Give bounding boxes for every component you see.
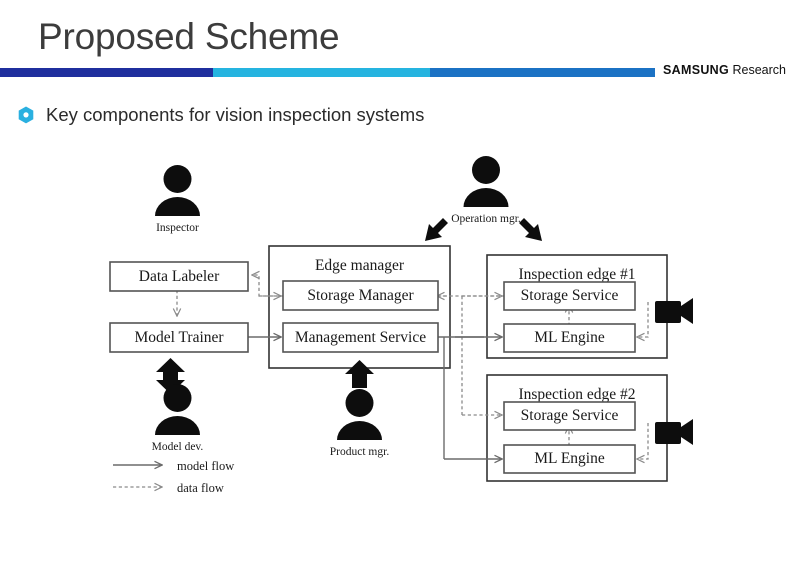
actor-operation-mgr-label: Operation mgr. (451, 213, 521, 225)
flow-storage-manager-to-data-labeler (252, 275, 283, 297)
arrow-operation-mgr-to-edge-manager (425, 218, 448, 241)
box-storage-manager[interactable] (282, 280, 439, 311)
actor-inspector-label: Inspector (156, 222, 199, 234)
group-edge-manager-label: Edge manager (315, 257, 405, 274)
box-management-service-label: Management Service (295, 329, 426, 346)
actor-inspector: Inspector (155, 165, 200, 234)
box-edge1-ml-engine-label: ML Engine (534, 329, 605, 346)
actor-model-dev-label: Model dev. (152, 441, 204, 453)
camera-edge-2-icon (655, 419, 693, 445)
box-model-trainer-label: Model Trainer (134, 329, 224, 346)
actor-operation-mgr: Operation mgr. (451, 156, 521, 225)
box-edge1-storage-service-label: Storage Service (521, 287, 619, 304)
box-storage-manager-label: Storage Manager (307, 287, 414, 304)
header-rule-segment-3 (430, 68, 655, 77)
page-title: Proposed Scheme (38, 16, 340, 57)
box-edge2-storage-service-label: Storage Service (521, 407, 619, 424)
bullet-text: Key components for vision inspection sys… (46, 104, 425, 125)
actor-product-mgr: Product mgr. (330, 389, 390, 458)
group-inspection-edge-1-label: Inspection edge #1 (518, 266, 635, 283)
hexagon-bullet-icon (18, 106, 34, 124)
actor-model-dev: Model dev. (152, 384, 204, 453)
group-inspection-edge-2-label: Inspection edge #2 (518, 386, 635, 403)
header-rule-segment-2 (213, 68, 430, 77)
legend: model flow data flow (113, 459, 234, 495)
architecture-diagram: Edge manager Inspection edge #1 Inspecti… (0, 140, 800, 540)
box-edge2-ml-engine-label: ML Engine (534, 450, 605, 467)
arrow-model-dev-to-model-trainer (156, 358, 185, 384)
box-edge2-storage-service[interactable] (503, 401, 636, 431)
box-edge1-storage-service[interactable] (503, 281, 636, 311)
box-edge2-ml-engine[interactable] (503, 444, 636, 474)
box-data-labeler-label: Data Labeler (139, 268, 220, 285)
flow-edge1-camera-to-ml (637, 302, 649, 337)
bullet-row: Key components for vision inspection sys… (18, 104, 424, 126)
samsung-research-logo: SAMSUNG Research (663, 63, 786, 77)
arrow-operation-mgr-to-inspection-edge (519, 218, 542, 241)
box-edge1-ml-engine[interactable] (503, 323, 636, 353)
flow-edge2-camera-to-ml (637, 423, 649, 459)
box-data-labeler[interactable] (109, 261, 249, 292)
actor-product-mgr-label: Product mgr. (330, 446, 390, 458)
header-rule-segment-1 (0, 68, 213, 77)
legend-model-flow-label: model flow (177, 459, 234, 473)
brand-samsung: SAMSUNG (663, 63, 730, 77)
box-management-service[interactable] (282, 322, 439, 353)
brand-research: Research (732, 63, 787, 77)
arrow-product-mgr-to-edge-manager (345, 360, 374, 388)
box-model-trainer[interactable] (109, 322, 249, 353)
legend-data-flow-label: data flow (177, 481, 224, 495)
camera-edge-1-icon (655, 298, 693, 324)
